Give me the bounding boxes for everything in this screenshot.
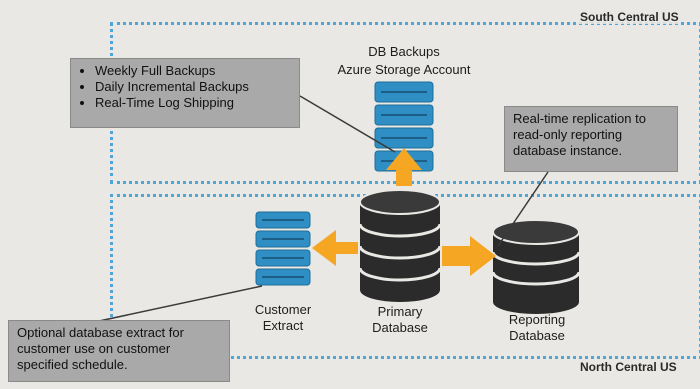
backups-list: Weekly Full Backups Daily Incremental Ba… xyxy=(79,63,291,111)
south-central-label: South Central US xyxy=(578,10,681,24)
north-central-label: North Central US xyxy=(578,360,679,374)
backups-list-item: Weekly Full Backups xyxy=(95,63,291,79)
storage-subtitle: Azure Storage Account xyxy=(337,62,471,77)
reporting-database-icon xyxy=(491,219,581,314)
customer-extract-label-line2: Extract xyxy=(262,318,304,333)
backups-callout-pointer xyxy=(299,95,396,153)
replication-callout: Real-time replication to read-only repor… xyxy=(504,106,678,172)
backups-callout: Weekly Full Backups Daily Incremental Ba… xyxy=(70,58,300,128)
backups-list-item: Daily Incremental Backups xyxy=(95,79,291,95)
storage-server-icon xyxy=(374,81,434,172)
reporting-database-label: Reporting Database xyxy=(494,312,580,344)
arrow-icon xyxy=(312,148,496,276)
customer-extract-label: Customer Extract xyxy=(240,302,326,334)
primary-database-label: Primary Database xyxy=(356,304,444,336)
primary-database-label-line1: Primary xyxy=(377,304,423,319)
replication-callout-pointer xyxy=(497,171,549,247)
extract-callout: Optional database extract for customer u… xyxy=(8,320,230,382)
reporting-database-label-line1: Reporting xyxy=(508,312,566,327)
customer-extract-server-icon xyxy=(255,211,311,286)
backups-list-item: Real-Time Log Shipping xyxy=(95,95,291,111)
reporting-database-label-line2: Database xyxy=(509,328,565,343)
customer-extract-label-line1: Customer xyxy=(254,302,312,317)
storage-title: DB Backups xyxy=(368,44,440,59)
primary-database-label-line2: Database xyxy=(372,320,428,335)
primary-database-icon xyxy=(358,189,442,302)
